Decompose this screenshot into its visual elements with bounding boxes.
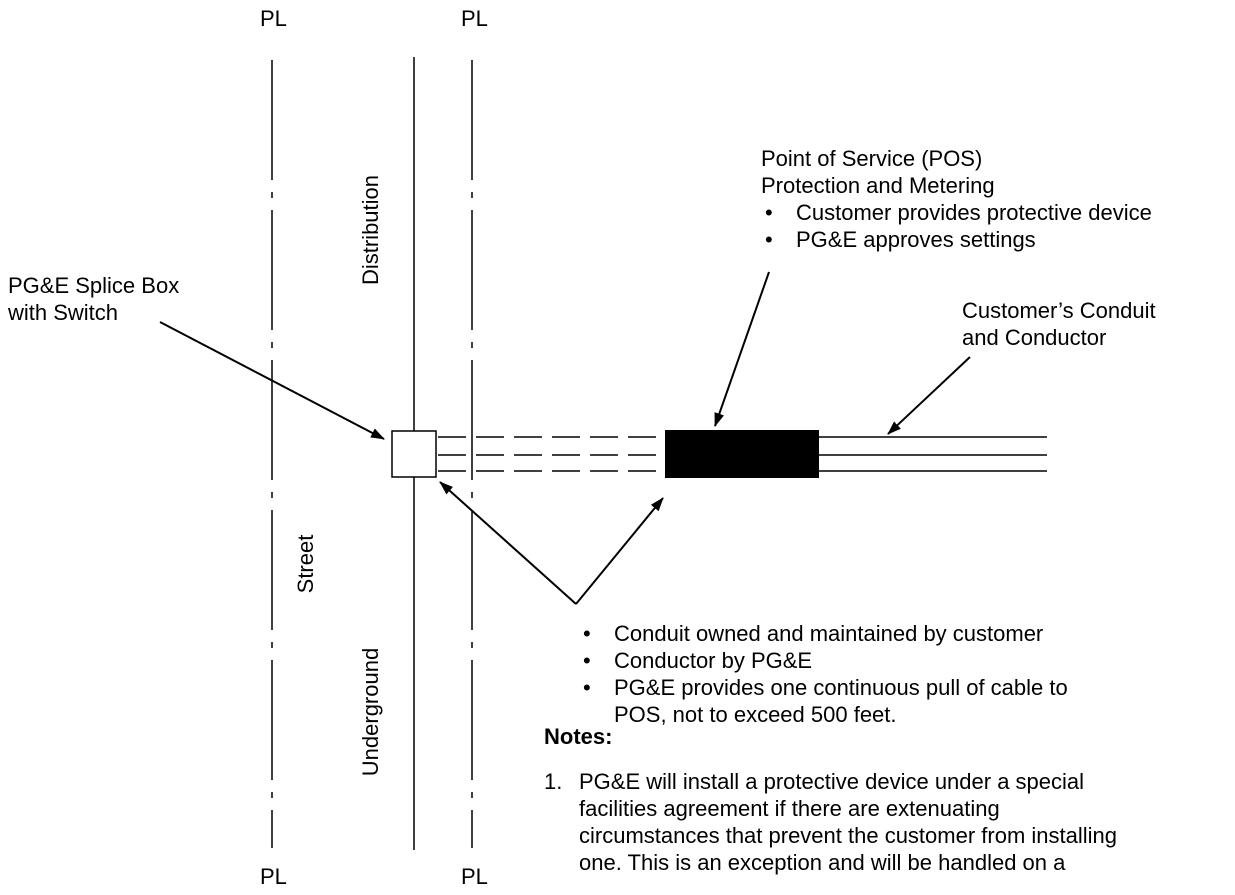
conduit-bullet: PG&E provides one continuous pull of cab… bbox=[579, 674, 1068, 701]
splice-box bbox=[391, 430, 437, 478]
property-line-symbol-bottom-right: PL bbox=[461, 864, 488, 889]
conduit-arrow-right bbox=[575, 497, 664, 605]
splice-box-label-line2: with Switch bbox=[8, 300, 119, 325]
customer-conductor-lines bbox=[819, 436, 1047, 472]
pos-bullet-list: Customer provides protective device PG&E… bbox=[761, 199, 1152, 253]
pos-bullet: Customer provides protective device bbox=[761, 199, 1152, 226]
customer-conduit-label-line1: Customer’s Conduit bbox=[962, 298, 1156, 323]
pos-label: Point of Service (POS) Protection and Me… bbox=[761, 145, 1152, 253]
street-label: Street bbox=[293, 534, 318, 594]
pos-arrow bbox=[714, 271, 770, 427]
customer-conduit-label-line2: and Conductor bbox=[962, 325, 1107, 350]
conduit-bullet: Conductor by PG&E bbox=[579, 647, 1068, 674]
notes-list: 1. PG&E will install a protective device… bbox=[544, 768, 1117, 876]
note-line: facilities agreement if there are extenu… bbox=[579, 796, 1000, 821]
customer-conduit-arrow bbox=[887, 356, 971, 435]
conduit-bullet-block: Conduit owned and maintained by customer… bbox=[579, 620, 1068, 728]
note-item: 1. PG&E will install a protective device… bbox=[544, 768, 1117, 876]
notes-block: Notes: 1. PG&E will install a protective… bbox=[544, 723, 1117, 876]
property-line-symbol-top-left: PL bbox=[260, 6, 287, 31]
splice-box-arrow bbox=[159, 321, 385, 440]
pos-bullet: PG&E approves settings bbox=[761, 226, 1152, 253]
note-number: 1. bbox=[544, 769, 563, 794]
note-line: circumstances that prevent the customer … bbox=[579, 823, 1118, 848]
underground-label: Underground bbox=[358, 647, 383, 777]
note-line: PG&E will install a protective device un… bbox=[579, 769, 1085, 794]
conduit-bullet-continuation: POS, not to exceed 500 feet. bbox=[614, 702, 897, 727]
customer-conduit-label: Customer’s Conduit and Conductor bbox=[962, 297, 1156, 351]
pos-label-line1: Point of Service (POS) bbox=[761, 146, 983, 171]
property-line-symbol-top-right: PL bbox=[461, 6, 488, 31]
pos-box bbox=[665, 430, 819, 478]
splice-box-label: PG&E Splice Box with Switch bbox=[8, 272, 179, 326]
splice-box-label-line1: PG&E Splice Box bbox=[8, 273, 180, 298]
notes-heading: Notes: bbox=[544, 724, 613, 749]
pos-label-line2: Protection and Metering bbox=[761, 173, 995, 198]
conduit-bullet-list: Conduit owned and maintained by customer… bbox=[579, 620, 1068, 701]
conduit-arrow-left bbox=[439, 481, 577, 605]
note-line: one. This is an exception and will be ha… bbox=[579, 850, 1066, 875]
distribution-label: Distribution bbox=[358, 174, 383, 286]
property-line-symbol-bottom-left: PL bbox=[260, 864, 287, 889]
conduit-bullet: Conduit owned and maintained by customer bbox=[579, 620, 1068, 647]
